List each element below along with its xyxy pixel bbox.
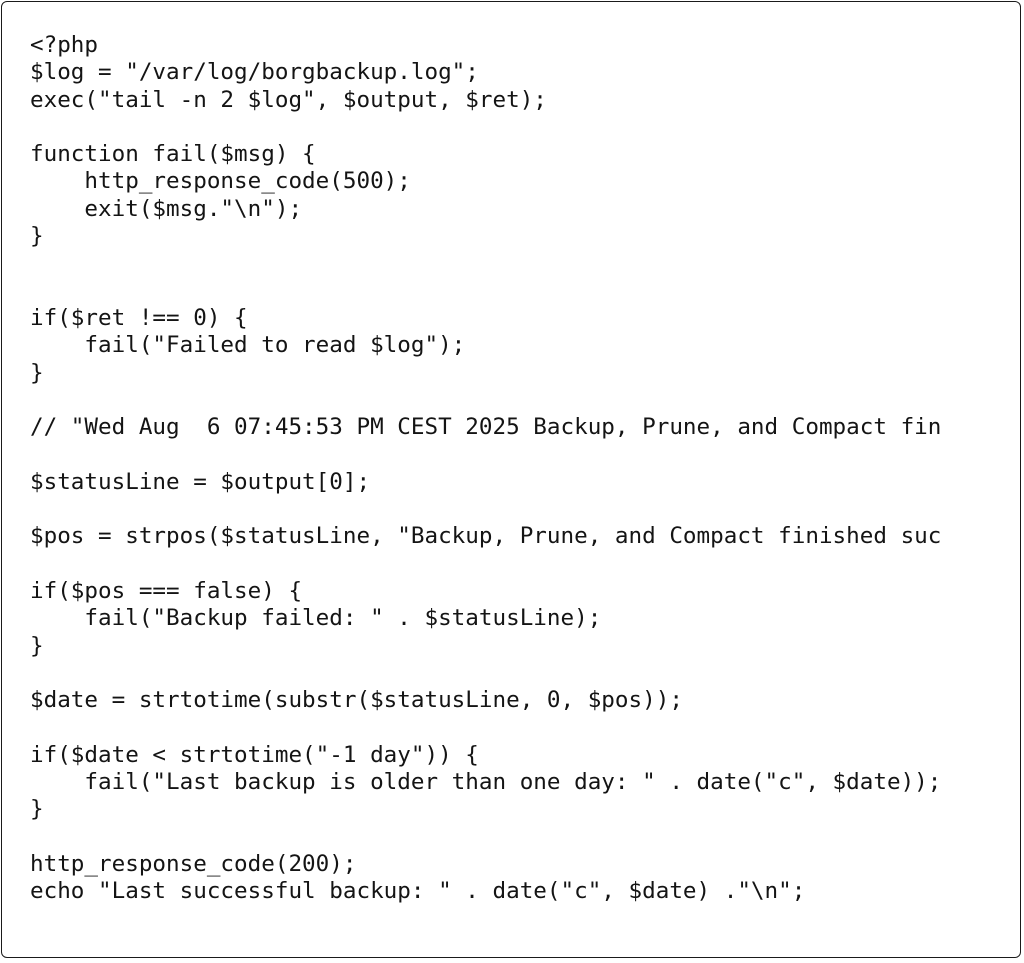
code-line: http_response_code(500); bbox=[30, 168, 411, 195]
code-block: <?php$log = "/var/log/borgbackup.log";ex… bbox=[30, 32, 941, 906]
code-line: exit($msg."\n"); bbox=[30, 195, 303, 222]
code-line bbox=[30, 496, 941, 523]
code-line: } bbox=[30, 223, 44, 250]
code-line bbox=[30, 824, 941, 851]
code-line: } bbox=[30, 632, 44, 659]
code-line: function fail($msg) { bbox=[30, 141, 316, 168]
code-line: <?php bbox=[30, 32, 99, 58]
code-line bbox=[30, 551, 941, 578]
code-line: echo "Last successful backup: " . date("… bbox=[30, 878, 806, 905]
code-line bbox=[30, 278, 941, 305]
code-line: $pos = strpos($statusLine, "Backup, Prun… bbox=[30, 523, 942, 550]
code-line: exec("tail -n 2 $log", $output, $ret); bbox=[30, 86, 547, 113]
code-line: fail("Failed to read $log"); bbox=[30, 332, 466, 359]
code-line: $statusLine = $output[0]; bbox=[30, 468, 371, 495]
code-line: fail("Backup failed: " . $statusLine); bbox=[30, 605, 602, 632]
code-line: if($pos === false) { bbox=[30, 577, 303, 604]
code-line bbox=[30, 250, 941, 277]
code-line bbox=[30, 387, 941, 414]
code-line bbox=[30, 441, 941, 468]
code-line: if($date < strtotime("-1 day")) { bbox=[30, 741, 479, 768]
code-line: fail("Last backup is older than one day:… bbox=[30, 769, 942, 796]
code-line: if($ret !== 0) { bbox=[30, 304, 248, 331]
code-line bbox=[30, 714, 941, 741]
code-line bbox=[30, 114, 941, 141]
code-line: // "Wed Aug 6 07:45:53 PM CEST 2025 Back… bbox=[30, 414, 942, 441]
code-line: } bbox=[30, 796, 44, 823]
code-line: http_response_code(200); bbox=[30, 850, 357, 877]
code-line: $log = "/var/log/borgbackup.log"; bbox=[30, 59, 479, 86]
code-line: } bbox=[30, 359, 44, 386]
code-line: $date = strtotime(substr($statusLine, 0,… bbox=[30, 687, 683, 714]
code-line bbox=[30, 660, 941, 687]
